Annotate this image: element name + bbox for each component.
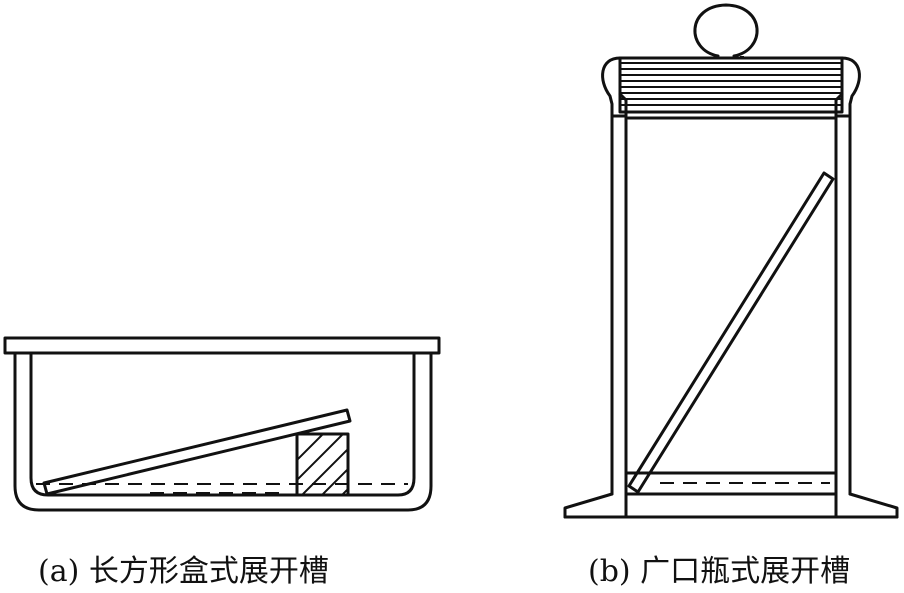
stopper-neck bbox=[618, 56, 844, 120]
wide-mouth-jar-tank bbox=[563, 3, 899, 519]
caption-panel-b: (b) 广口瓶式展开槽 bbox=[588, 554, 851, 589]
jar-base-bottom bbox=[563, 492, 899, 519]
rim-left bbox=[601, 56, 628, 118]
jar-inner-wall bbox=[624, 114, 838, 496]
tank-inner-wall bbox=[29, 351, 416, 497]
leaning-plate bbox=[627, 171, 835, 494]
stopper-knob bbox=[693, 3, 759, 58]
rectangular-box-tank bbox=[3, 336, 441, 512]
inclined-plate bbox=[42, 408, 352, 496]
tank-outer-wall bbox=[13, 351, 433, 512]
caption-panel-a: (a) 长方形盒式展开槽 bbox=[38, 554, 329, 589]
jar-outer-wall bbox=[610, 114, 852, 496]
jar-base-right bbox=[834, 492, 899, 519]
tank-lid bbox=[3, 336, 441, 355]
support-block bbox=[295, 432, 350, 497]
rim-right bbox=[834, 56, 861, 118]
jar-base-left bbox=[563, 492, 628, 519]
